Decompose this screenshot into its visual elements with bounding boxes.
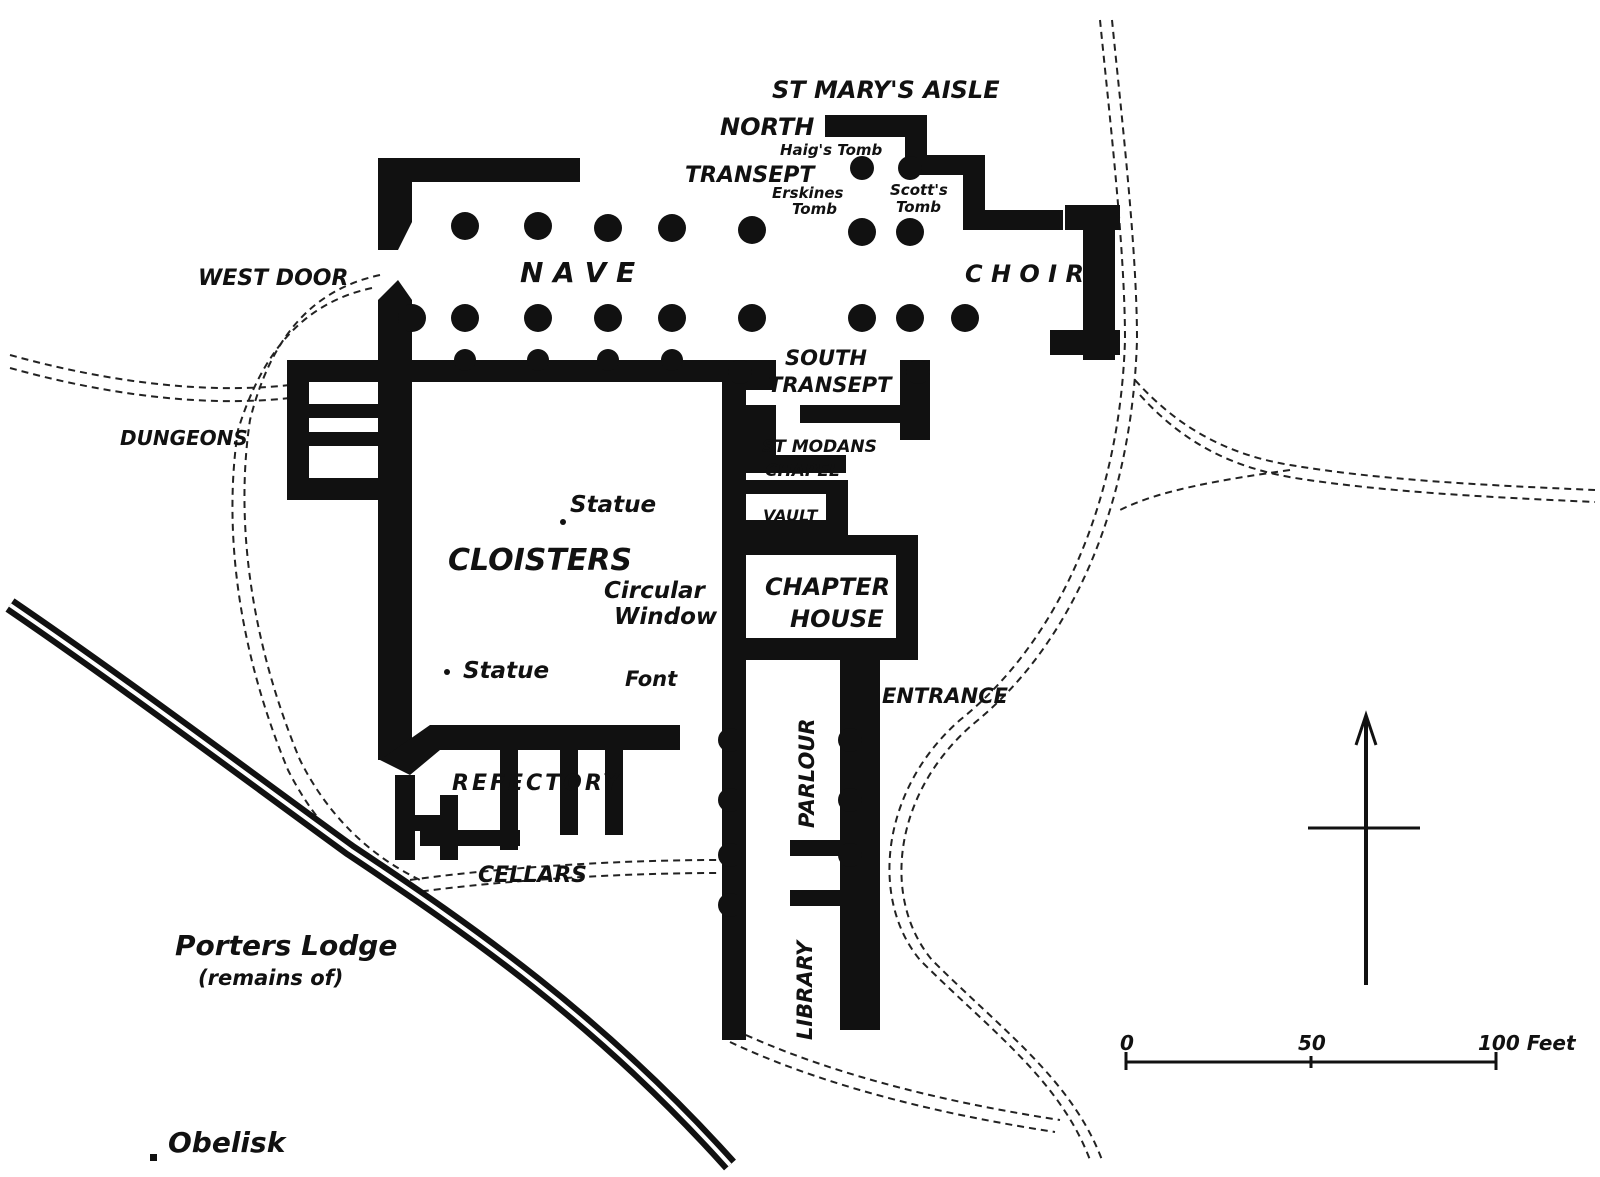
label-erskines-2: Tomb: [792, 200, 837, 218]
label-erskines-1: Erskines: [772, 184, 844, 202]
label-cellars: CELLARS: [478, 863, 587, 888]
statue-marker-1: [560, 519, 566, 525]
label-scotts-2: Tomb: [896, 198, 941, 216]
scale-tick-50: 50: [1298, 1031, 1326, 1055]
label-scotts-1: Scott's: [890, 181, 948, 199]
label-cloisters: CLOISTERS: [448, 543, 632, 578]
label-porters-lodge-1: Porters Lodge: [175, 929, 397, 962]
label-st-modans-1: ST MODANS: [762, 437, 877, 457]
label-chapter-2: HOUSE: [790, 605, 884, 633]
statue-marker-2: [444, 669, 450, 675]
label-porters-lodge-2: (remains of): [198, 966, 343, 990]
label-statue-1: Statue: [570, 492, 656, 518]
label-refectory: REFECTORY: [452, 771, 622, 796]
label-haigs-tomb: Haig's Tomb: [780, 141, 883, 159]
north-arrow-icon: [1308, 710, 1420, 985]
church-walls: [287, 115, 1120, 1040]
label-north: NORTH: [720, 113, 814, 141]
label-font: Font: [625, 667, 678, 691]
label-circular-1: Circular: [604, 578, 707, 604]
label-obelisk: Obelisk: [168, 1126, 288, 1159]
label-circular-2: Window: [614, 604, 718, 630]
label-south: SOUTH: [785, 346, 867, 370]
scale-tick-100: 100 Feet: [1478, 1031, 1577, 1055]
label-dungeons: DUNGEONS: [120, 426, 248, 450]
boundary-road: [5, 598, 736, 1171]
label-chapter-1: CHAPTER: [765, 573, 890, 601]
label-choir: C H O I R: [965, 260, 1084, 288]
scale-tick-0: 0: [1120, 1031, 1134, 1055]
label-nave: N A V E: [520, 256, 635, 289]
obelisk-marker: [150, 1154, 157, 1161]
scale-bar: 0 50 100 Feet: [1120, 1031, 1577, 1070]
label-north-transept: TRANSEPT: [685, 163, 816, 188]
label-parlour: PARLOUR: [795, 718, 819, 828]
nave-pillars: [398, 156, 979, 384]
label-vault: VAULT: [763, 506, 819, 525]
label-west-door: WEST DOOR: [198, 266, 348, 291]
label-statue-2: Statue: [463, 658, 549, 684]
label-library: LIBRARY: [793, 939, 817, 1040]
label-st-modans-2: CHAPEL: [765, 461, 840, 481]
label-entrance: ENTRANCE: [882, 684, 1009, 708]
label-st-marys-aisle: ST MARY'S AISLE: [772, 76, 1000, 104]
range-buttresses: [718, 728, 862, 917]
label-south-transept: TRANSEPT: [768, 373, 893, 397]
